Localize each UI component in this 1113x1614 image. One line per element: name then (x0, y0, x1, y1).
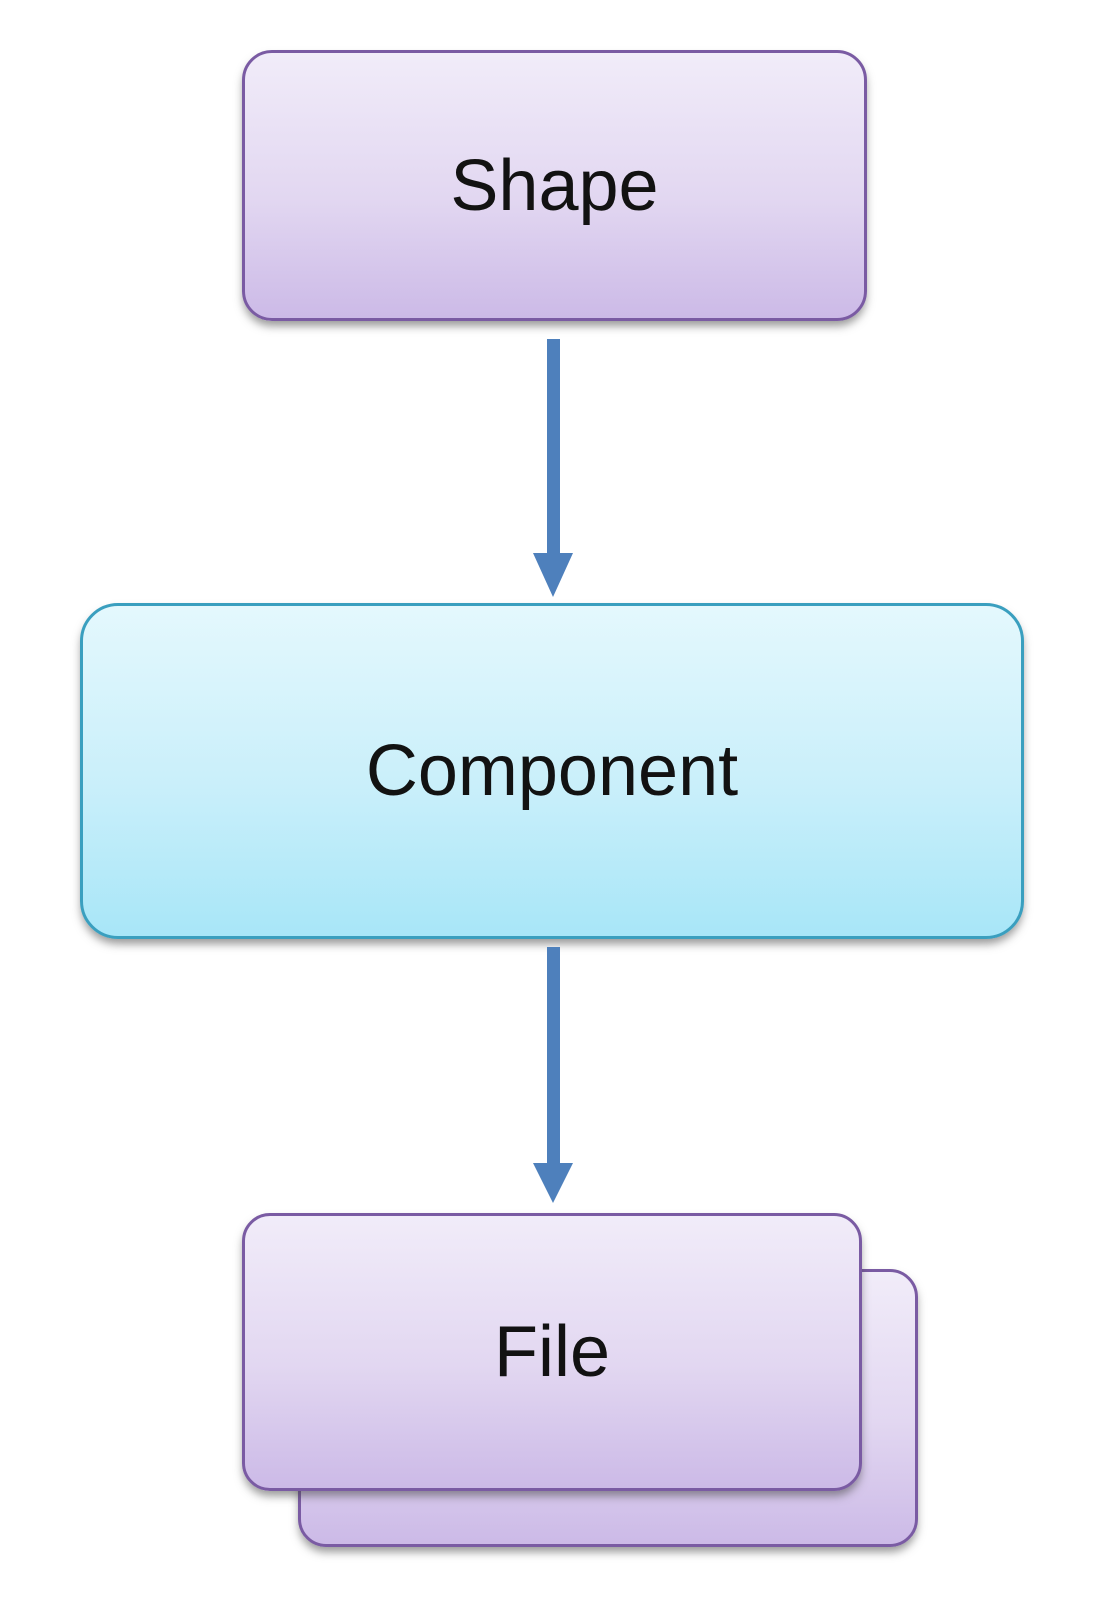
down-arrow-shaft (547, 947, 560, 1163)
node-file-label: File (493, 1312, 610, 1392)
node-shape-label: Shape (450, 145, 659, 226)
node-component[interactable]: Component (80, 603, 1024, 939)
down-arrow-icon (533, 553, 573, 597)
node-component-label: Component (365, 731, 739, 811)
down-arrow-shaft (547, 339, 560, 553)
down-arrow-icon (533, 1163, 573, 1203)
node-file[interactable]: File (242, 1213, 862, 1491)
node-shape[interactable]: Shape (242, 50, 867, 321)
